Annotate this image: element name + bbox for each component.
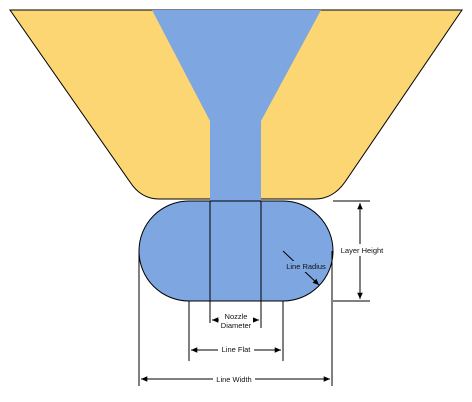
- extruded-line-cross-section: [138, 200, 334, 302]
- layer-height-label: Layer Height: [341, 246, 384, 255]
- line-radius-label: Line Radius: [286, 262, 326, 271]
- line-flat-label: Line Flat: [222, 345, 252, 354]
- layer-height-label-bg: [339, 244, 385, 256]
- line-flat-label-bg: [218, 344, 254, 355]
- nozzle-diameter-label-line1: Nozzle: [225, 312, 248, 321]
- nozzle-diameter-label-line2: Diameter: [221, 321, 252, 330]
- filament-channel: [152, 10, 321, 201]
- line-radius-label-bg: [284, 261, 328, 272]
- line-width-label-bg: [213, 373, 255, 384]
- line-width-label: Line Width: [216, 375, 251, 384]
- nozzle-diameter-label-bg: [219, 311, 253, 331]
